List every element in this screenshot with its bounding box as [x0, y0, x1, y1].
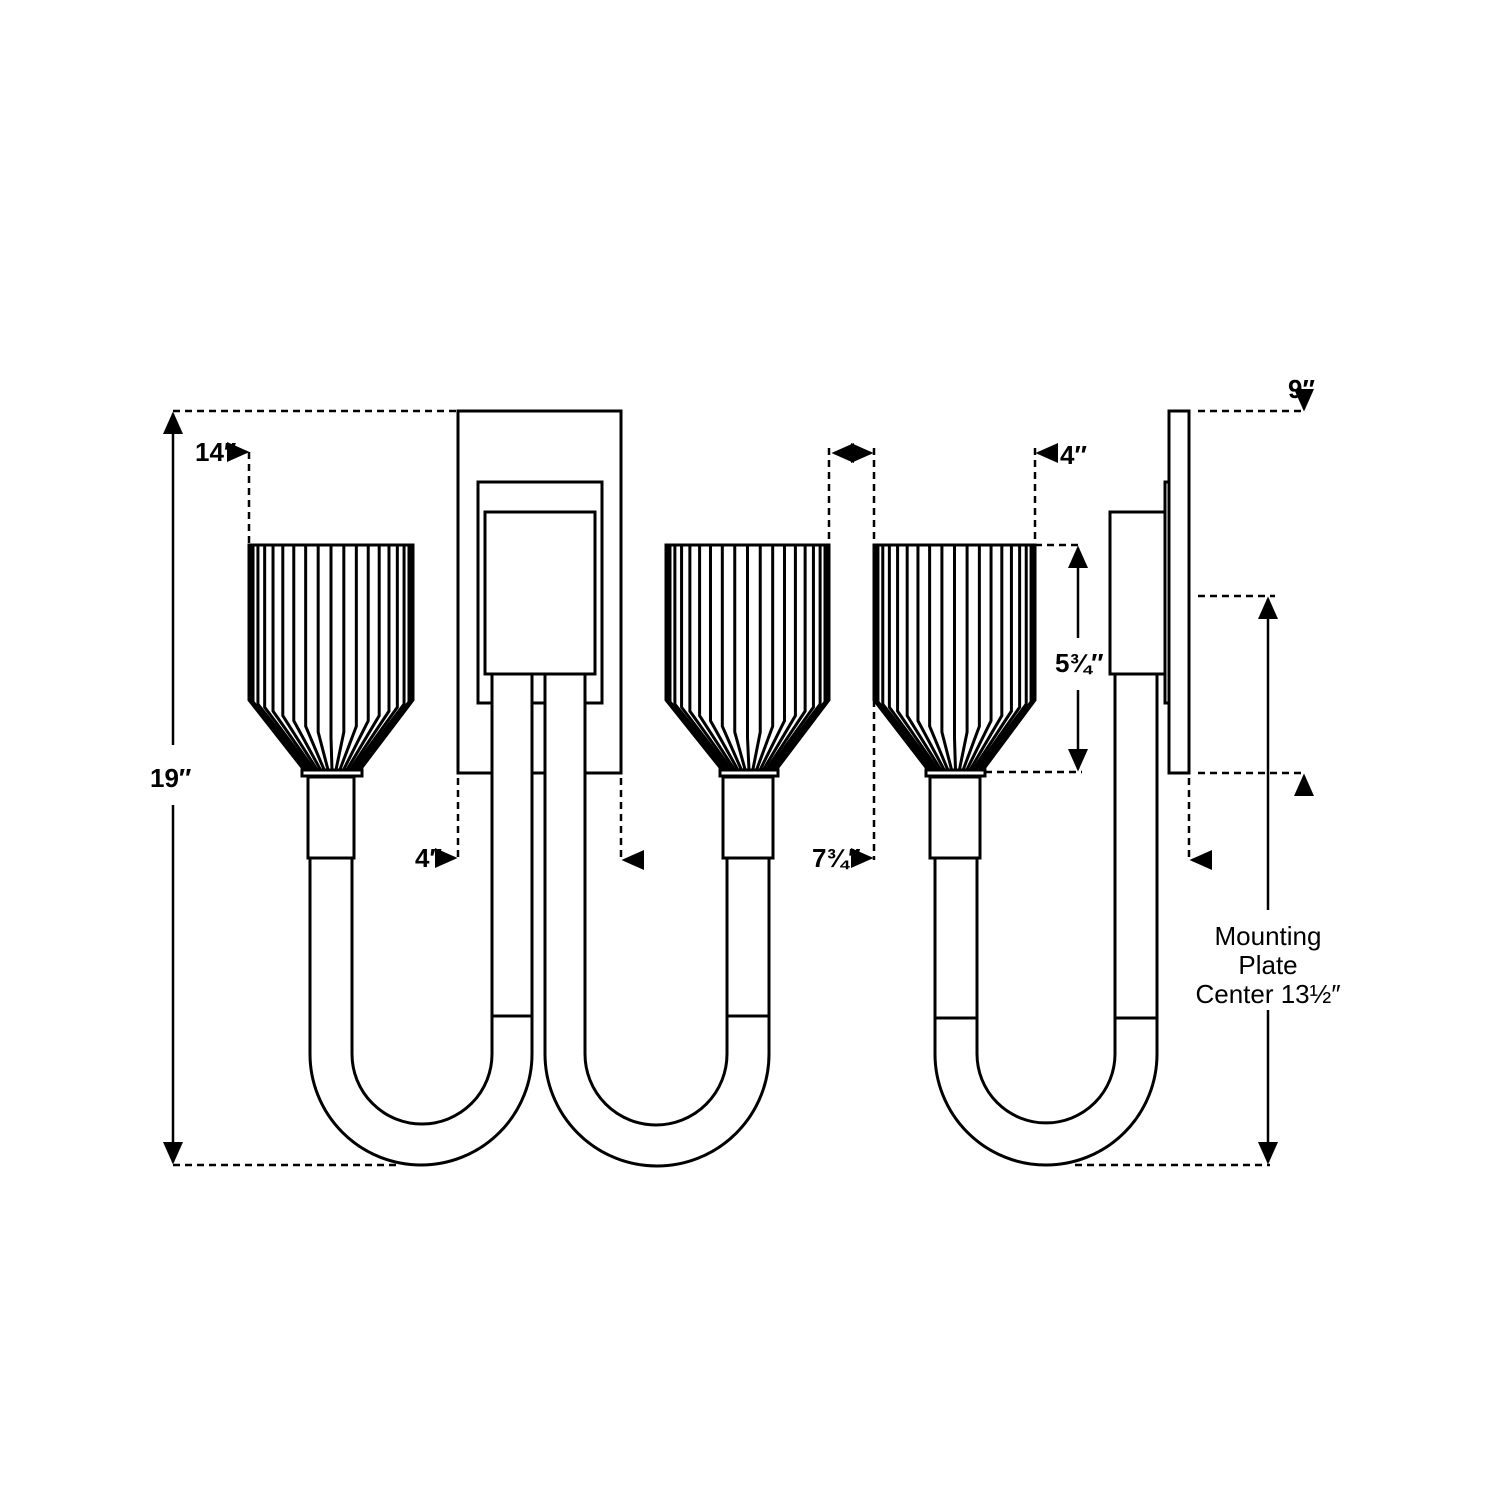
- neck-middle: [721, 775, 775, 860]
- width-label: 14″: [195, 437, 236, 467]
- shade-left: [247, 543, 415, 778]
- shade-rib: [940, 545, 954, 771]
- side-canopy: [1108, 510, 1167, 676]
- shade-rib: [961, 545, 981, 771]
- shade-rib: [698, 545, 736, 771]
- shade-rib: [348, 545, 391, 771]
- shade-rib: [758, 545, 786, 771]
- shade-rib: [769, 545, 822, 771]
- shade-collar: [300, 768, 364, 778]
- shade-rib: [965, 545, 993, 771]
- side-arm: [933, 672, 1159, 1167]
- dimension-lines: [163, 389, 1314, 1167]
- shade-width-label: 4″: [1060, 440, 1087, 470]
- shade-rib: [968, 545, 1004, 771]
- side-view: [872, 409, 1191, 1167]
- shade-rib: [263, 545, 313, 771]
- shade-middle: [664, 543, 831, 778]
- shade-rib: [351, 545, 399, 771]
- shade-rib: [271, 545, 316, 771]
- shade-collar: [718, 768, 780, 778]
- shade-side: [872, 543, 1037, 778]
- left-arm: [308, 672, 534, 1167]
- shade-rib: [974, 545, 1022, 771]
- shade-rib: [673, 545, 729, 771]
- shade-rib: [256, 545, 311, 771]
- shade-rib: [976, 545, 1028, 771]
- shade-rib: [251, 545, 310, 771]
- shade-rib: [881, 545, 935, 771]
- backplate-width-label: 4″: [415, 843, 442, 873]
- shade-rib: [764, 545, 807, 771]
- shade-rib: [281, 545, 319, 771]
- shade-rib: [896, 545, 940, 771]
- shade-rib: [304, 545, 326, 771]
- shade-rib: [953, 545, 957, 771]
- height-label: 19″: [150, 763, 191, 793]
- shade-rib: [334, 545, 346, 771]
- shade-rib: [342, 545, 370, 771]
- shade-rib: [353, 545, 406, 771]
- shade-rib: [720, 545, 743, 771]
- shade-height-label: 5¾″: [1055, 648, 1104, 678]
- shade-rib: [746, 545, 751, 771]
- mounting-label-line1: Mounting: [1215, 921, 1322, 951]
- shade-collar: [924, 768, 987, 778]
- shade-rib: [905, 545, 943, 771]
- shade-rib: [887, 545, 937, 771]
- shade-rib: [316, 545, 330, 771]
- shade-rib: [688, 545, 734, 771]
- shade-rib: [876, 545, 934, 771]
- shade-rib: [971, 545, 1013, 771]
- dimension-labels: 19″ 14″ 4″ 4″ 7¾″ 5¾″ 9″ Mounting Plate …: [150, 374, 1341, 1009]
- right-arm: [543, 672, 771, 1168]
- shade-rib: [761, 545, 797, 771]
- shade-rib: [916, 545, 946, 771]
- shade-rib: [355, 545, 414, 771]
- shade-rib: [338, 545, 358, 771]
- shade-rib: [928, 545, 950, 771]
- shade-rib: [668, 545, 728, 771]
- shade-rib: [709, 545, 740, 771]
- shade-rib: [978, 545, 1036, 771]
- shade-rib: [680, 545, 731, 771]
- shade-rib: [329, 545, 334, 771]
- extension-label: 9″: [1288, 374, 1315, 404]
- front-view: [247, 409, 831, 1168]
- shade-offset-label: 7¾″: [812, 843, 861, 873]
- shade-rib: [771, 545, 830, 771]
- neck-side: [928, 775, 982, 860]
- shade-rib: [957, 545, 969, 771]
- canopy: [483, 510, 597, 676]
- mounting-label-line3: Center 13½″: [1195, 979, 1340, 1009]
- shade-rib: [292, 545, 322, 771]
- shade-rib: [751, 545, 762, 771]
- mounting-label-line2: Plate: [1238, 950, 1297, 980]
- wall-plate: [1167, 409, 1191, 775]
- shade-rib: [733, 545, 747, 771]
- neck-left: [306, 775, 356, 860]
- shade-rib: [345, 545, 381, 771]
- shade-rib: [755, 545, 775, 771]
- shade-rib: [767, 545, 815, 771]
